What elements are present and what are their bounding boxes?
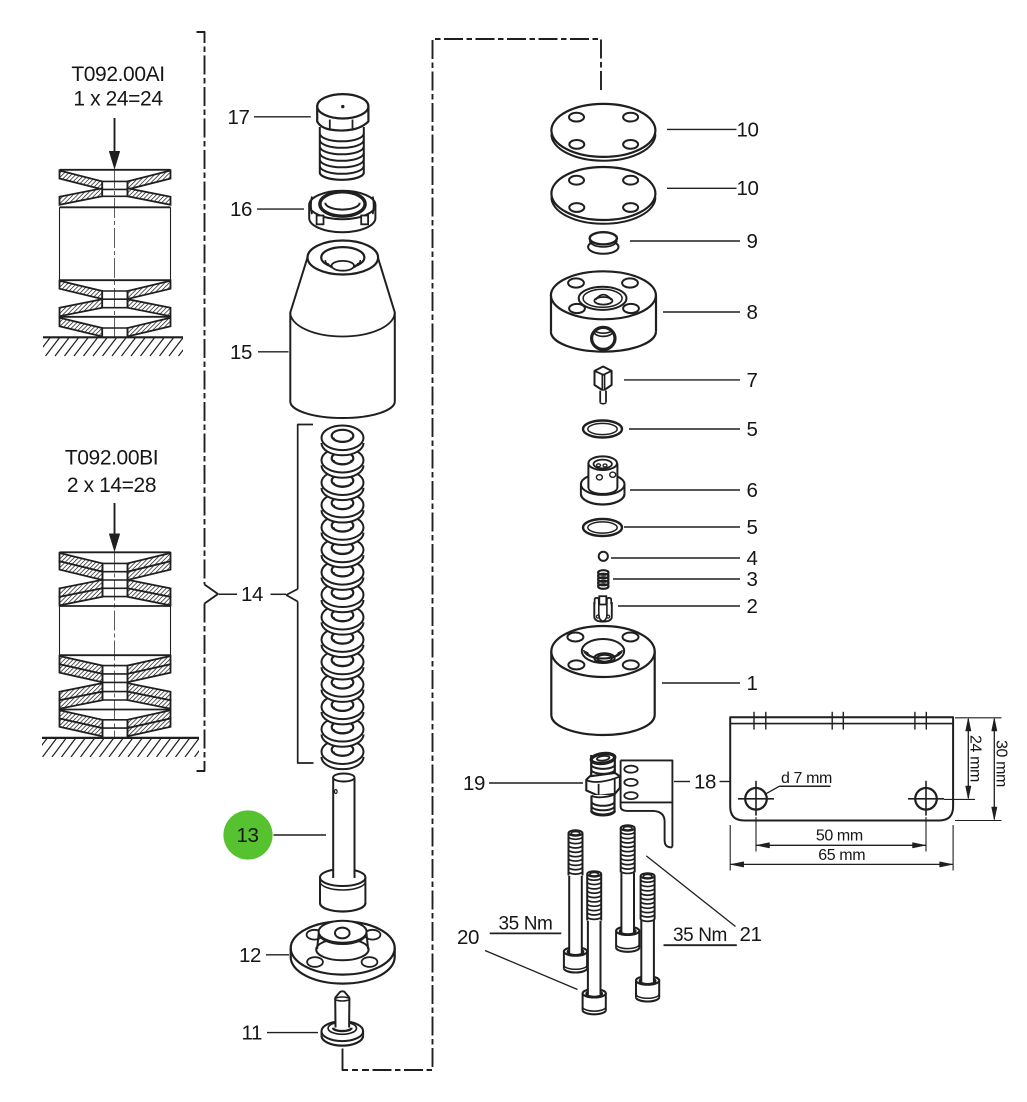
svg-text:65 mm: 65 mm (818, 847, 865, 864)
svg-text:7: 7 (747, 369, 758, 392)
svg-text:20: 20 (457, 926, 479, 949)
svg-text:35 Nm: 35 Nm (499, 914, 553, 935)
svg-text:19: 19 (463, 772, 485, 795)
svg-text:4: 4 (747, 547, 758, 570)
svg-text:2: 2 (747, 595, 758, 618)
svg-text:2 x 14=28: 2 x 14=28 (67, 474, 156, 497)
svg-text:50 mm: 50 mm (816, 827, 863, 844)
svg-text:24 mm: 24 mm (967, 735, 984, 782)
svg-text:d 7 mm: d 7 mm (781, 770, 832, 787)
svg-text:5: 5 (747, 418, 758, 441)
svg-text:17: 17 (227, 106, 249, 129)
svg-text:T092.00AI: T092.00AI (71, 63, 164, 86)
svg-text:30 mm: 30 mm (992, 740, 1009, 787)
svg-text:21: 21 (739, 923, 761, 946)
svg-text:1 x 24=24: 1 x 24=24 (73, 88, 163, 111)
svg-text:12: 12 (239, 944, 261, 967)
svg-text:16: 16 (230, 198, 252, 221)
svg-text:13: 13 (236, 824, 258, 847)
svg-text:10: 10 (737, 177, 759, 200)
svg-text:T092.00BI: T092.00BI (65, 447, 158, 470)
svg-text:18: 18 (694, 771, 716, 794)
svg-text:9: 9 (747, 230, 758, 253)
svg-text:15: 15 (230, 341, 252, 364)
svg-text:10: 10 (737, 118, 759, 141)
svg-text:5: 5 (747, 516, 758, 539)
svg-text:3: 3 (747, 568, 758, 591)
svg-text:11: 11 (242, 1022, 262, 1045)
svg-text:8: 8 (747, 301, 758, 324)
svg-text:6: 6 (747, 479, 758, 502)
svg-text:1: 1 (747, 672, 758, 695)
svg-text:14: 14 (241, 583, 263, 606)
svg-text:35 Nm: 35 Nm (673, 925, 727, 946)
